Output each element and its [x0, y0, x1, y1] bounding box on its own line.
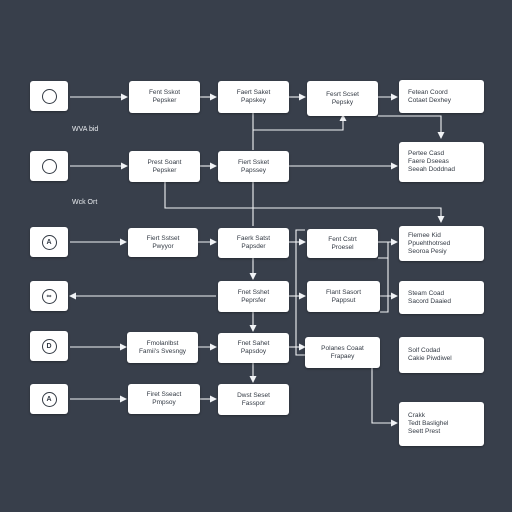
node-title: Polanes Coaat: [321, 344, 364, 352]
node-title: Firet Sseact: [146, 391, 182, 398]
node-subtitle: Faere Dseeas: [408, 158, 449, 165]
node-title: Fmolanlbst: [146, 339, 179, 347]
node-title: Flemee Kid: [408, 231, 441, 239]
flow-node[interactable]: Fiert Ssket Papssey: [218, 151, 289, 182]
node-subtitle: Tedt Baslighel: [408, 420, 449, 427]
node-subtitle: Sacord Daaied: [408, 297, 451, 305]
flow-node[interactable]: Dwst Seset Fasspor: [218, 384, 289, 415]
node-subtitle: Papsdoy: [240, 348, 267, 355]
node-subtitle: Famii's Svesngy: [138, 347, 187, 355]
node-title: Steam Coad: [408, 289, 445, 297]
node-subtitle: Papsder: [241, 243, 266, 250]
node-subtitle: Pmpsoy: [152, 399, 176, 406]
circle-icon: [41, 88, 57, 104]
connector-line: [380, 258, 389, 313]
node-title: Crakk: [408, 412, 425, 419]
node-title: Fnet Sahet: [237, 340, 270, 347]
node-title: Fnet Sshet: [237, 288, 270, 296]
connector-line: [253, 114, 347, 131]
flow-node[interactable]: Fnet Sshet Peprsfer: [218, 281, 289, 312]
flow-node[interactable]: Flant Sasort Pappsut: [307, 281, 380, 312]
flow-node[interactable]: Faert Saket Papskey: [218, 81, 289, 113]
node-detail: Seoroa Pesiy: [408, 247, 447, 255]
node-title: Prest Soant: [147, 158, 182, 166]
flow-node[interactable]: Polanes Coaat Frapaey: [305, 337, 380, 368]
node-title: Fetean Coord: [408, 88, 448, 96]
node-subtitle: Ppuehthotrsed: [408, 239, 451, 247]
flow-node[interactable]: Fmolanlbst Famii's Svesngy: [127, 332, 198, 363]
flow-node[interactable]: Fnet Sahet Papsdoy: [218, 333, 289, 363]
flow-node[interactable]: Faerk Satst Papsder: [218, 228, 289, 258]
node-subtitle: Fasspor: [241, 399, 266, 407]
row-label: WVA bid: [72, 126, 99, 133]
node-subtitle: Pepsky: [331, 98, 354, 106]
flow-node[interactable]: Firet Sseact Pmpsoy: [128, 384, 200, 414]
row-label: Wck Ort: [72, 199, 98, 206]
flow-node[interactable]: Fent Cstrt Proesel: [307, 229, 378, 258]
node-subtitle: Papssey: [241, 166, 266, 174]
node-title: Fiert Ssket: [237, 158, 270, 166]
flow-node[interactable]: Prest Soant Pepsker: [129, 151, 200, 182]
node-title: Fent Cstrt: [328, 235, 357, 243]
connector-line: [371, 363, 398, 427]
a-icon: A: [41, 234, 57, 250]
node-title: Fiert Sstset: [146, 234, 180, 242]
icon-node[interactable]: A: [30, 227, 68, 257]
node-title: Fent Sskot: [148, 89, 181, 96]
node-subtitle: Pwyyor: [152, 242, 174, 250]
flow-node[interactable]: Crakk Tedt Baslighel Seett Prest: [399, 402, 484, 446]
flow-node[interactable]: Pertee Casd Faere Dseeas Seeah Doddnad: [399, 142, 484, 182]
icon-node[interactable]: ∞: [30, 281, 68, 311]
flow-node[interactable]: Flemee Kid Ppuehthotrsed Seoroa Pesiy: [399, 226, 484, 261]
node-subtitle: Cotaet Dexhey: [408, 96, 451, 104]
node-title: Faerk Satst: [236, 235, 271, 242]
flow-node[interactable]: Fetean Coord Cotaet Dexhey: [399, 80, 484, 113]
node-title: Faert Saket: [236, 89, 271, 96]
flow-node[interactable]: Fent Sskot Pepsker: [129, 81, 200, 113]
flow-node[interactable]: Solf Codad Cakie Piwdiwel: [399, 337, 484, 373]
flow-node[interactable]: Fesrt Scset Pepsky: [307, 81, 378, 116]
node-subtitle: Pepsker: [152, 166, 177, 174]
node-subtitle: Papskey: [241, 97, 266, 104]
connector-line: [164, 182, 445, 223]
connector-line: [378, 242, 389, 259]
node-subtitle: Peprsfer: [241, 296, 266, 304]
icon-node[interactable]: [30, 151, 68, 181]
a-icon: A: [41, 391, 57, 407]
node-title: Solf Codad: [408, 347, 441, 354]
node-title: Flant Sasort: [325, 288, 362, 296]
icon-node[interactable]: A: [30, 384, 68, 414]
node-subtitle: Pappsut: [331, 296, 356, 304]
connector-line: [295, 229, 305, 356]
connector-line: [378, 115, 445, 139]
flow-node[interactable]: Fiert Sstset Pwyyor: [128, 228, 198, 257]
icon-node[interactable]: D: [30, 331, 68, 361]
node-subtitle: Frapaey: [330, 352, 355, 360]
node-title: Pertee Casd: [408, 150, 445, 157]
node-title: Fesrt Scset: [326, 90, 359, 98]
loop-icon: ∞: [41, 288, 57, 304]
circle-icon: [41, 158, 57, 174]
d-icon: D: [41, 338, 57, 354]
node-subtitle: Pepsker: [152, 97, 177, 104]
node-title: Dwst Seset: [237, 391, 270, 399]
icon-node[interactable]: [30, 81, 68, 111]
node-detail: Seett Prest: [408, 428, 441, 435]
flow-node[interactable]: Steam Coad Sacord Daaied: [399, 281, 484, 314]
node-subtitle: Proesel: [331, 243, 354, 251]
node-subtitle: Cakie Piwdiwel: [408, 355, 452, 362]
node-detail: Seeah Doddnad: [408, 166, 455, 173]
